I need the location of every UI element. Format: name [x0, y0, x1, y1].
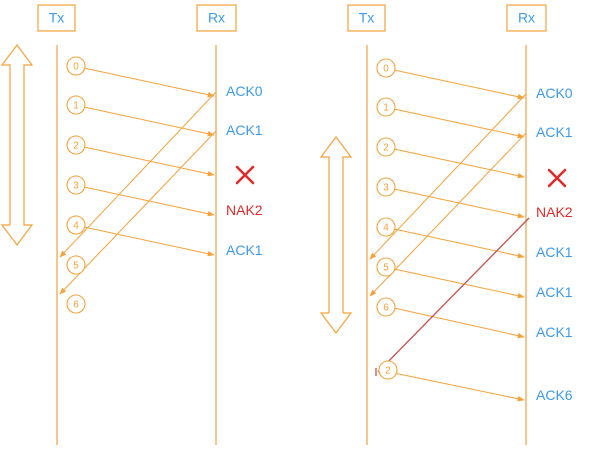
right-window-bracket-icon [319, 136, 353, 334]
right-frame-arrow-5 [393, 268, 525, 299]
left-packet-1-label: 1 [73, 101, 79, 112]
left-response-0: ACK0 [226, 83, 263, 99]
right-packet-3-label: 3 [383, 183, 389, 194]
left-frame-arrow-1 [83, 106, 215, 137]
left-response-1: ACK1 [226, 122, 263, 138]
right-diagram: Tx Rx 0 1 [319, 4, 573, 445]
right-packet-1: 1 [376, 97, 396, 117]
left-frame-arrow-4 [83, 226, 215, 257]
right-tx-label: Tx [359, 10, 375, 26]
right-packet-2-label: 2 [383, 143, 389, 154]
right-response-6: ACK6 [536, 387, 573, 403]
left-packet-6: 6 [66, 294, 86, 314]
left-response-3: ACK1 [226, 242, 263, 258]
right-frame-arrow-0 [393, 69, 525, 100]
right-ack-arrow-0 [369, 93, 527, 260]
right-nak-arrow [377, 217, 530, 373]
right-response-4: ACK1 [536, 284, 573, 300]
right-packet-6-label: 6 [383, 303, 389, 314]
right-packet-0: 0 [376, 58, 396, 78]
left-packet-5-label: 5 [73, 261, 79, 272]
right-packet-0-label: 0 [383, 64, 389, 75]
left-packet-4: 4 [66, 215, 86, 235]
left-packet-2: 2 [66, 135, 86, 155]
right-response-5: ACK1 [536, 324, 573, 340]
right-response-0: ACK0 [536, 85, 573, 101]
right-retransmit-arrow-2 [393, 372, 525, 402]
left-packet-5: 5 [66, 255, 86, 275]
right-tx-header: Tx [347, 4, 386, 32]
right-packet-3: 3 [376, 177, 396, 197]
left-packet-4-label: 4 [73, 221, 79, 232]
left-response-2: NAK2 [226, 202, 263, 218]
right-packet-2: 2 [376, 137, 396, 157]
left-window-bracket-icon [0, 44, 34, 246]
right-frame-arrow-2 [393, 148, 525, 179]
right-packet-5-label: 5 [383, 263, 389, 274]
right-packet-5: 5 [376, 257, 396, 277]
right-response-3: ACK1 [536, 244, 573, 260]
right-packet-4: 4 [376, 217, 396, 237]
right-response-1: ACK1 [536, 124, 573, 140]
left-ack-arrow-1 [59, 130, 217, 295]
left-rx-header: Rx [196, 4, 237, 32]
right-lost-frame-x-icon [547, 168, 567, 188]
left-tx-label: Tx [49, 10, 65, 26]
left-packet-0-label: 0 [73, 62, 79, 73]
right-frame-arrow-6 [393, 307, 525, 339]
left-rx-label: Rx [208, 10, 225, 26]
right-packet-4-label: 4 [383, 223, 389, 234]
right-rx-label: Rx [518, 10, 535, 26]
right-response-2: NAK2 [536, 204, 573, 220]
left-diagram: Tx Rx 0 1 2 [0, 4, 263, 445]
left-tx-header: Tx [37, 4, 76, 32]
left-packet-1: 1 [66, 95, 86, 115]
right-frame-arrow-1 [393, 108, 525, 139]
right-packet-6: 6 [376, 297, 396, 317]
right-frame-arrow-4 [393, 228, 525, 259]
left-packet-3-label: 3 [73, 181, 79, 192]
right-ack-arrow-1 [369, 132, 527, 297]
left-frame-arrow-2 [83, 146, 215, 177]
left-lost-frame-x-icon [235, 165, 255, 185]
right-packet-retransmit-2-label: 2 [385, 366, 391, 377]
right-packet-1-label: 1 [383, 103, 389, 114]
right-packet-retransmit-2: 2 [378, 360, 398, 380]
left-packet-3: 3 [66, 175, 86, 195]
left-packet-2-label: 2 [73, 141, 79, 152]
left-ack-arrow-0 [59, 91, 217, 258]
left-packet-0: 0 [66, 56, 86, 76]
right-rx-header: Rx [506, 4, 547, 32]
left-frame-arrow-0 [83, 67, 215, 98]
left-packet-6-label: 6 [73, 300, 79, 311]
